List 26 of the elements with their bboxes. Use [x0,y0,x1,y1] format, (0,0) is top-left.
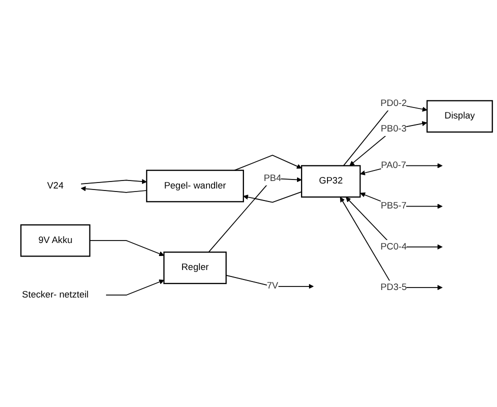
arrow [208,176,302,252]
arrow [80,178,147,184]
edge-label: 7V [266,280,278,291]
arrow [226,274,314,289]
node-text: Stecker- netzteil [22,290,89,300]
arrow [346,196,443,250]
edge-label: PB0-3 [380,124,407,134]
edge-label: PB5-7 [380,200,407,211]
edge-label: PA0-7 [381,160,406,170]
edge-label: PD3-5 [380,282,407,292]
edge-label: PD0-2 [380,98,407,108]
arrow [80,186,148,193]
arrow [106,279,164,296]
node-box: Regler [163,251,227,284]
edge-label: PB4 [264,173,282,183]
node-text: V24 [47,180,64,190]
node-box: Display [426,100,493,132]
arrow [234,154,302,171]
node-box: GP32 [301,164,361,198]
arrow [89,240,164,256]
arrow [243,191,302,202]
arrow [340,196,443,290]
node-box: Pegel- wandler [146,170,244,202]
arrow [349,120,428,166]
edge-label: PC0-4 [380,242,407,252]
node-box: 9V Akku [20,224,90,257]
